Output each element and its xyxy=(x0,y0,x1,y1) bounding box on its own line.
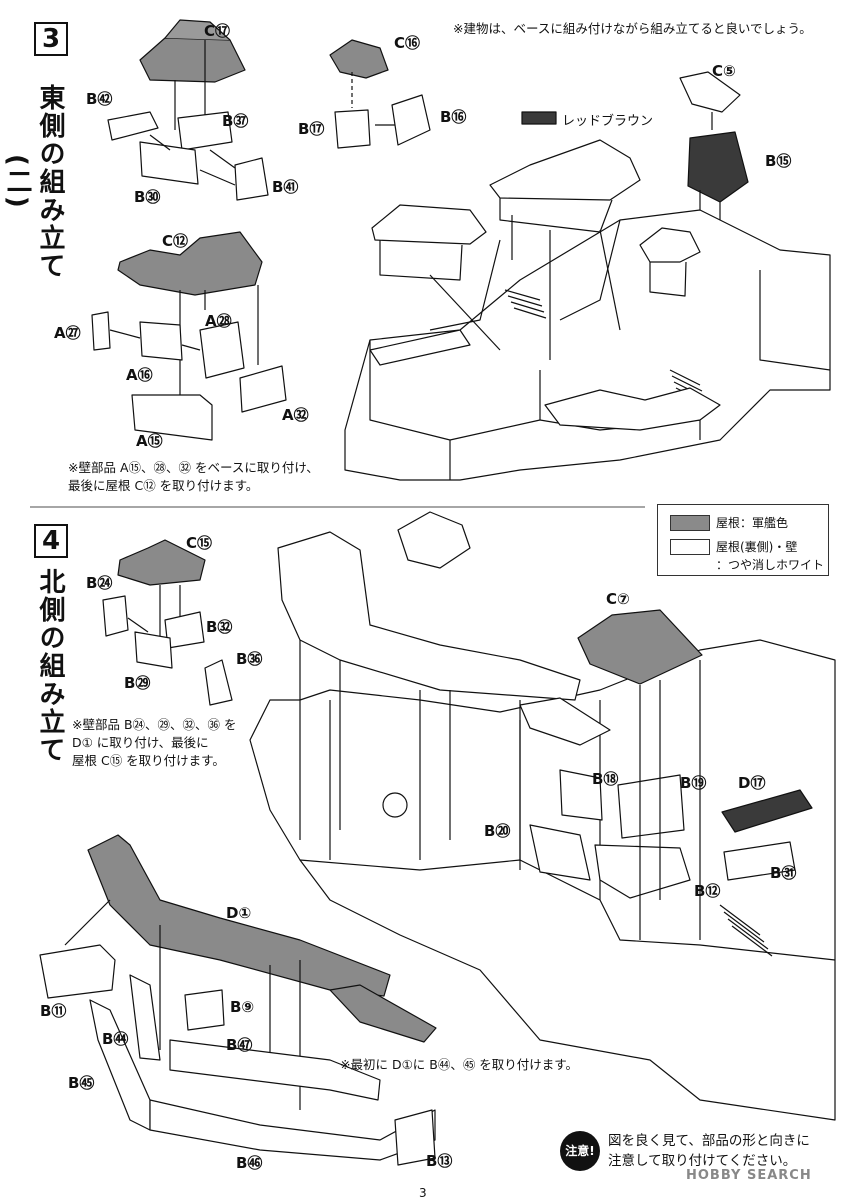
label-C16: C⑯ xyxy=(394,34,421,52)
roof-right-gray xyxy=(519,697,611,746)
legend-wall-sub: ：つや消しホワイト xyxy=(716,558,825,572)
building-center xyxy=(489,139,641,201)
wall-B37 xyxy=(177,111,233,151)
step-4-title: 北側の組み立て xyxy=(35,568,65,764)
wall-B36 xyxy=(204,659,233,706)
label-B32: B㉜ xyxy=(206,618,233,636)
label-B42: B㊷ xyxy=(86,90,113,108)
wall-B41 xyxy=(234,157,269,201)
label-B11: B⑪ xyxy=(40,1002,67,1020)
label-B12: B⑫ xyxy=(694,882,721,900)
label-C5: C⑤ xyxy=(712,62,736,80)
roof-C17 xyxy=(139,37,246,83)
roof-D1-end xyxy=(329,984,437,1043)
label-A32: A㉜ xyxy=(282,406,309,424)
wall-B31 xyxy=(723,841,796,881)
legend-wall-label: 屋根(裏側)・壁 xyxy=(716,540,798,554)
label-C12: C⑫ xyxy=(162,232,189,250)
wall-B11 xyxy=(39,944,116,999)
attention-text: 図を良く見て、部品の形と向きに 注意して取り付けてください。 xyxy=(608,1133,810,1169)
wall-A15 xyxy=(131,394,213,441)
label-B18: B⑱ xyxy=(592,770,619,788)
wall-B42 xyxy=(107,111,159,141)
roof-C7 xyxy=(577,609,703,685)
label-A27: A㉗ xyxy=(54,324,81,342)
wall-A28 xyxy=(199,321,245,379)
wall-B16 xyxy=(391,94,431,146)
legend-wall-swatch xyxy=(670,539,710,555)
label-C15: C⑮ xyxy=(186,534,213,552)
attention-badge: 注意! xyxy=(560,1131,600,1171)
wall-B9 xyxy=(184,989,225,1031)
legend-roof-swatch xyxy=(670,515,710,531)
label-B36: B㊱ xyxy=(236,650,263,668)
wall-B29 xyxy=(134,631,173,669)
step-3-note: ※壁部品 A⑮、㉘、㉜ をベースに取り付け、 最後に屋根 C⑫ を取り付けます。 xyxy=(68,460,319,493)
wall-B24 xyxy=(102,595,129,637)
label-B45: B㊺ xyxy=(68,1074,95,1092)
step-4-note: ※壁部品 B㉔、㉙、㉜、㊱ を D① に取り付け、最後に 屋根 C⑮ を取り付け… xyxy=(72,717,237,768)
label-B44: B㊹ xyxy=(102,1030,129,1048)
roof-C12 xyxy=(117,231,263,296)
label-B47: B㊼ xyxy=(226,1036,253,1054)
d1-note: ※最初に D①に B㊹、㊺ を取り付けます。 xyxy=(340,1057,579,1072)
wall-B15 xyxy=(687,131,749,203)
wall-B47 xyxy=(169,1039,381,1101)
watermark-logo: HOBBY SEARCH xyxy=(686,1168,812,1183)
step-4-number: 4 xyxy=(34,524,68,558)
step-3-title: 東側の組み立て(二) xyxy=(2,84,65,280)
label-C17: C⑰ xyxy=(204,22,231,40)
part-D17 xyxy=(721,789,813,833)
wall-B17 xyxy=(334,109,371,149)
roof-top-small xyxy=(397,511,471,569)
label-B20: B⑳ xyxy=(484,822,511,840)
label-B46: B㊻ xyxy=(236,1154,263,1172)
color-legend: 屋根：軍艦色 屋根(裏側)・壁 ：つや消しホワイト xyxy=(657,504,829,576)
roof-C16 xyxy=(329,39,389,79)
label-B15: B⑮ xyxy=(765,152,792,170)
label-B29: B㉙ xyxy=(124,674,151,692)
roof-C15 xyxy=(117,539,206,586)
label-A15: A⑮ xyxy=(136,432,163,450)
label-B16: B⑯ xyxy=(440,108,467,126)
roof-C5 xyxy=(679,71,741,113)
label-B9: B⑨ xyxy=(230,998,255,1016)
label-B31: B㉛ xyxy=(770,864,797,882)
label-B30: B㉚ xyxy=(134,188,161,206)
label-D1: D① xyxy=(226,904,252,922)
label-A28: A㉘ xyxy=(205,312,232,330)
label-B19: B⑲ xyxy=(680,774,707,792)
wall-B18 xyxy=(559,769,603,821)
step-3-number: 3 xyxy=(34,22,68,56)
roof-D1 xyxy=(87,834,391,997)
legend-roof-label: 屋根：軍艦色 xyxy=(716,516,789,530)
wall-B13 xyxy=(394,1109,436,1166)
label-B24: B㉔ xyxy=(86,574,113,592)
building-left xyxy=(371,204,487,245)
label-D17: D⑰ xyxy=(738,774,766,792)
label-B37: B㊲ xyxy=(222,112,249,130)
color-callout-label: レッドブラウン xyxy=(562,114,654,129)
wall-A16 xyxy=(139,321,183,361)
top-note: ※建物は、ベースに組み付けながら組み立てると良いでしょう。 xyxy=(453,21,812,36)
wall-A32 xyxy=(239,365,287,413)
wall-B30 xyxy=(139,141,199,185)
label-B41: B㊶ xyxy=(272,178,299,196)
wall-B20 xyxy=(529,824,591,881)
base-step4 xyxy=(249,639,836,1121)
wall-B46 xyxy=(149,1099,436,1161)
label-B17: B⑰ xyxy=(298,120,325,138)
wall-B19 xyxy=(617,774,685,839)
wall-A27 xyxy=(91,311,111,351)
wall-B44 xyxy=(129,974,161,1061)
label-B13: B⑬ xyxy=(426,1152,453,1170)
page-number: 3 xyxy=(419,1186,427,1200)
label-A16: A⑯ xyxy=(126,366,153,384)
label-C7: C⑦ xyxy=(606,590,630,608)
